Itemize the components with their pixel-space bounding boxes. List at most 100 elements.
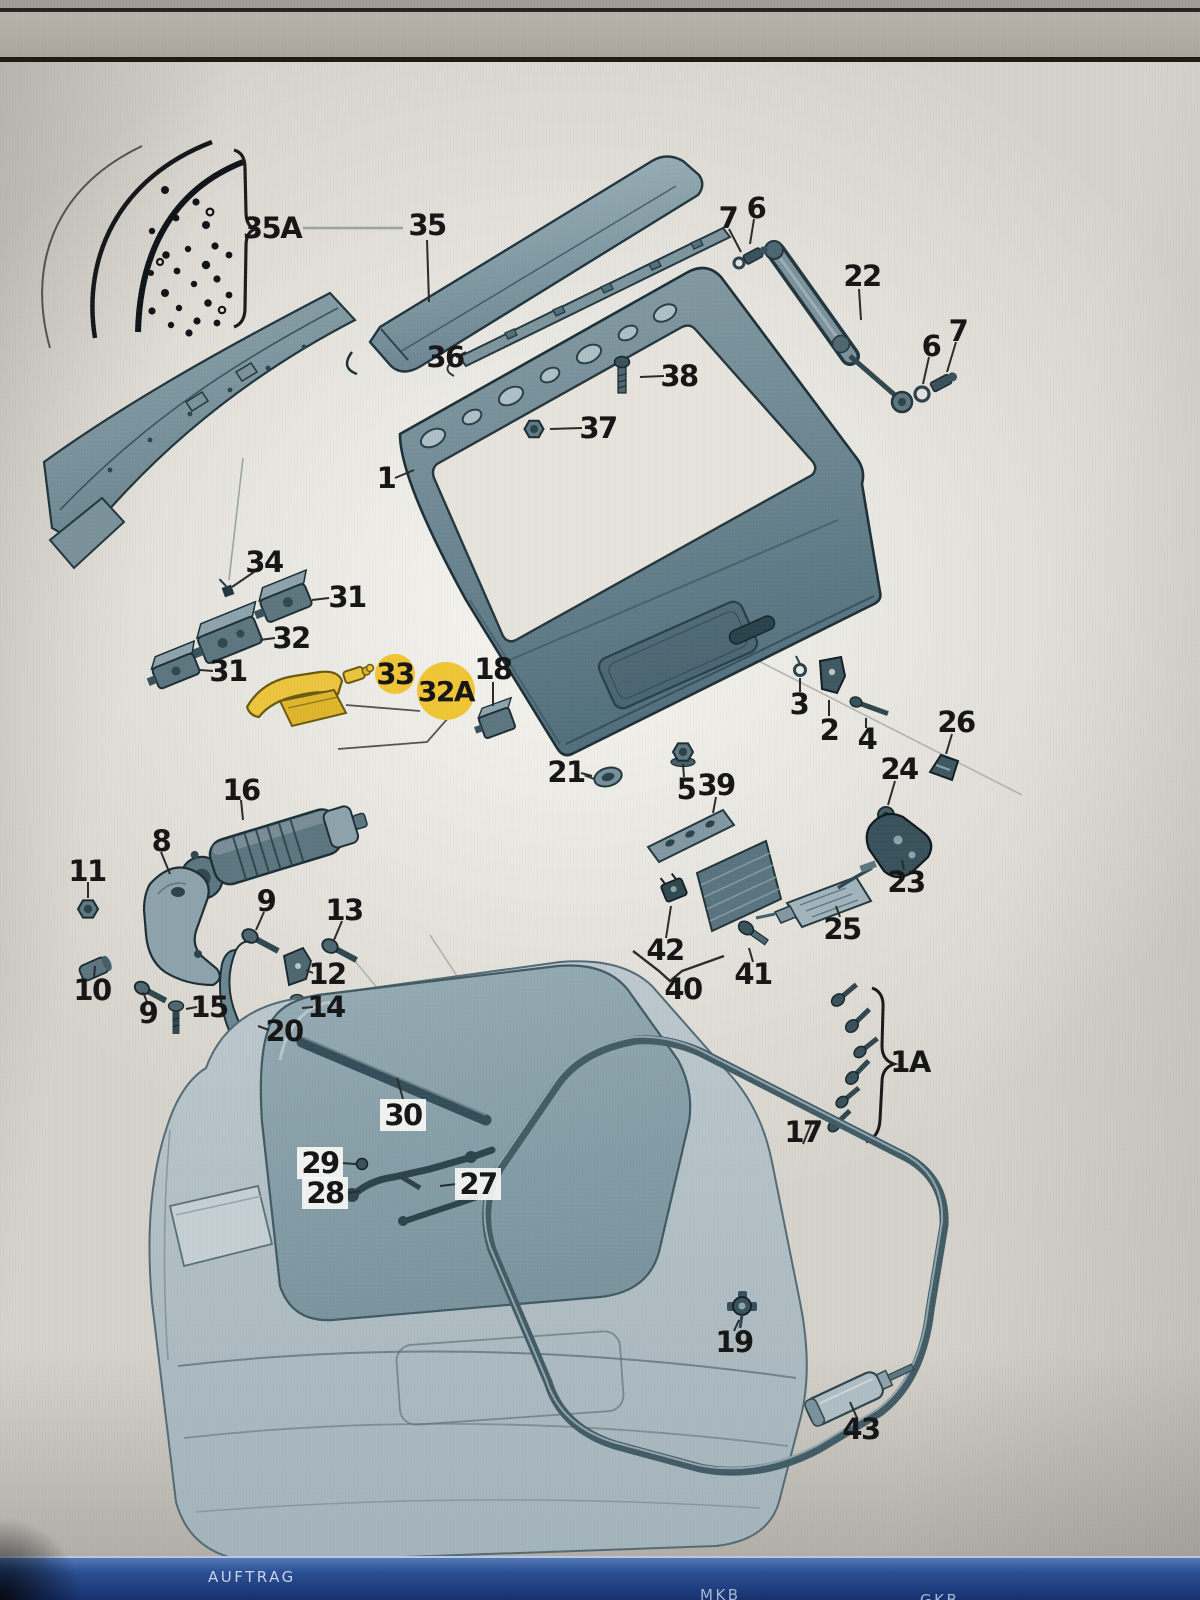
application-bottom-bar: AUFTRAG MKB GKB bbox=[0, 1556, 1200, 1600]
part-label-15[interactable]: 15 bbox=[190, 990, 229, 1024]
part-label-12[interactable]: 12 bbox=[308, 957, 347, 991]
part-label-33[interactable]: 33 bbox=[375, 654, 415, 694]
speckle-dots bbox=[148, 186, 233, 337]
part-label-1A[interactable]: 1A bbox=[890, 1045, 933, 1079]
part-label-21[interactable]: 21 bbox=[547, 755, 586, 789]
part-label-10[interactable]: 10 bbox=[73, 973, 112, 1007]
part-label-36[interactable]: 36 bbox=[426, 340, 465, 374]
part-label-23[interactable]: 23 bbox=[887, 865, 926, 899]
lock-group bbox=[793, 655, 960, 890]
part-number-text: 32 bbox=[272, 621, 309, 655]
ring-3 bbox=[793, 663, 807, 677]
part-number-text: 23 bbox=[887, 865, 924, 899]
part-label-1[interactable]: 1 bbox=[377, 461, 398, 495]
part-number-text: 38 bbox=[660, 359, 698, 393]
part-number-text: 5 bbox=[677, 772, 696, 806]
part-number-text: 24 bbox=[880, 752, 918, 786]
part-label-29[interactable]: 29 bbox=[297, 1146, 343, 1180]
part-label-41[interactable]: 41 bbox=[734, 957, 773, 991]
part-label-3[interactable]: 3 bbox=[790, 687, 810, 721]
part-label-22[interactable]: 22 bbox=[843, 259, 882, 293]
part-number-text: 29 bbox=[301, 1146, 339, 1180]
part-number-text: 41 bbox=[734, 957, 772, 991]
part-number-text: 40 bbox=[664, 972, 702, 1006]
part-label-11[interactable]: 11 bbox=[68, 854, 107, 888]
part-number-text: 20 bbox=[265, 1014, 303, 1048]
part-label-35A[interactable]: 35A bbox=[243, 211, 305, 245]
part-label-30[interactable]: 30 bbox=[380, 1098, 426, 1132]
hinge-bracket-8 bbox=[142, 866, 221, 987]
part-number-text: 30 bbox=[384, 1098, 422, 1132]
part-label-26[interactable]: 26 bbox=[937, 705, 976, 739]
lamp-18 bbox=[474, 696, 516, 739]
part-label-6[interactable]: 6 bbox=[922, 329, 943, 363]
part-label-16[interactable]: 16 bbox=[222, 773, 261, 807]
part-label-19[interactable]: 19 bbox=[715, 1325, 754, 1359]
auftrag-field-label[interactable]: AUFTRAG bbox=[208, 1568, 296, 1586]
part-number-text: 7 bbox=[949, 314, 968, 348]
wiper-nut-29 bbox=[355, 1157, 369, 1171]
part-label-8[interactable]: 8 bbox=[152, 824, 173, 858]
part-label-39[interactable]: 39 bbox=[697, 768, 736, 802]
part-label-14[interactable]: 14 bbox=[307, 990, 346, 1024]
clip-42 bbox=[659, 873, 688, 903]
part-label-43[interactable]: 43 bbox=[842, 1412, 881, 1446]
bracket-plate-39 bbox=[646, 808, 736, 864]
part-number-text: 34 bbox=[245, 545, 283, 579]
part-label-9[interactable]: 9 bbox=[257, 884, 278, 918]
part-label-13[interactable]: 13 bbox=[325, 893, 364, 927]
part-label-6[interactable]: 6 bbox=[747, 191, 768, 225]
part-label-32[interactable]: 32 bbox=[272, 621, 311, 655]
mkb-field-label[interactable]: MKB bbox=[700, 1586, 741, 1600]
part-number-text: 31 bbox=[209, 654, 247, 688]
gkb-field-label[interactable]: GKB bbox=[920, 1591, 960, 1600]
part-label-37[interactable]: 37 bbox=[579, 411, 618, 445]
part-label-24[interactable]: 24 bbox=[880, 752, 919, 786]
part-label-25[interactable]: 25 bbox=[823, 912, 862, 946]
part-label-40[interactable]: 40 bbox=[664, 972, 703, 1006]
part-number-text: 8 bbox=[152, 824, 171, 858]
part-number-text: 35 bbox=[408, 208, 446, 242]
nut-11 bbox=[76, 899, 100, 919]
part-number-text: 7 bbox=[719, 201, 738, 235]
part-label-31[interactable]: 31 bbox=[209, 654, 248, 688]
part-number-text: 21 bbox=[547, 755, 585, 789]
part-label-42[interactable]: 42 bbox=[646, 933, 685, 967]
part-label-20[interactable]: 20 bbox=[265, 1014, 304, 1048]
part-label-18[interactable]: 18 bbox=[474, 652, 513, 686]
part-number-text: 1 bbox=[377, 461, 396, 495]
bolt-41 bbox=[737, 920, 769, 946]
part-number-text: 28 bbox=[306, 1176, 344, 1210]
grommet-21 bbox=[584, 766, 623, 788]
part-number-text: 4 bbox=[858, 722, 877, 756]
part-number-text: 26 bbox=[937, 705, 975, 739]
part-label-32A[interactable]: 32A bbox=[417, 662, 477, 720]
part-number-text: 9 bbox=[139, 996, 158, 1030]
part-label-17[interactable]: 17 bbox=[784, 1115, 823, 1149]
part-label-7[interactable]: 7 bbox=[719, 201, 739, 235]
part-number-text: 36 bbox=[426, 340, 464, 374]
part-number-text: 39 bbox=[697, 768, 735, 802]
part-label-7[interactable]: 7 bbox=[949, 314, 969, 348]
part-number-text: 22 bbox=[843, 259, 880, 293]
part-number-text: 15 bbox=[190, 990, 228, 1024]
part-number-text: 3 bbox=[790, 687, 809, 721]
ribbed-plate bbox=[695, 839, 783, 933]
part-number-text: 16 bbox=[222, 773, 260, 807]
part-label-5[interactable]: 5 bbox=[677, 772, 698, 806]
part-number-text: 43 bbox=[842, 1412, 879, 1446]
part-label-4[interactable]: 4 bbox=[858, 722, 879, 756]
part-label-34[interactable]: 34 bbox=[245, 545, 284, 579]
screw-4 bbox=[849, 696, 889, 716]
nut-5 bbox=[670, 742, 696, 768]
part-label-2[interactable]: 2 bbox=[820, 713, 840, 747]
part-label-35[interactable]: 35 bbox=[408, 208, 447, 242]
part-label-38[interactable]: 38 bbox=[660, 359, 699, 393]
part-number-text: 17 bbox=[784, 1115, 821, 1149]
part-number-text: 35A bbox=[243, 211, 303, 245]
part-label-27[interactable]: 27 bbox=[455, 1167, 501, 1201]
part-label-9[interactable]: 9 bbox=[139, 996, 160, 1030]
part-label-31[interactable]: 31 bbox=[328, 580, 367, 614]
part-label-28[interactable]: 28 bbox=[302, 1176, 348, 1210]
